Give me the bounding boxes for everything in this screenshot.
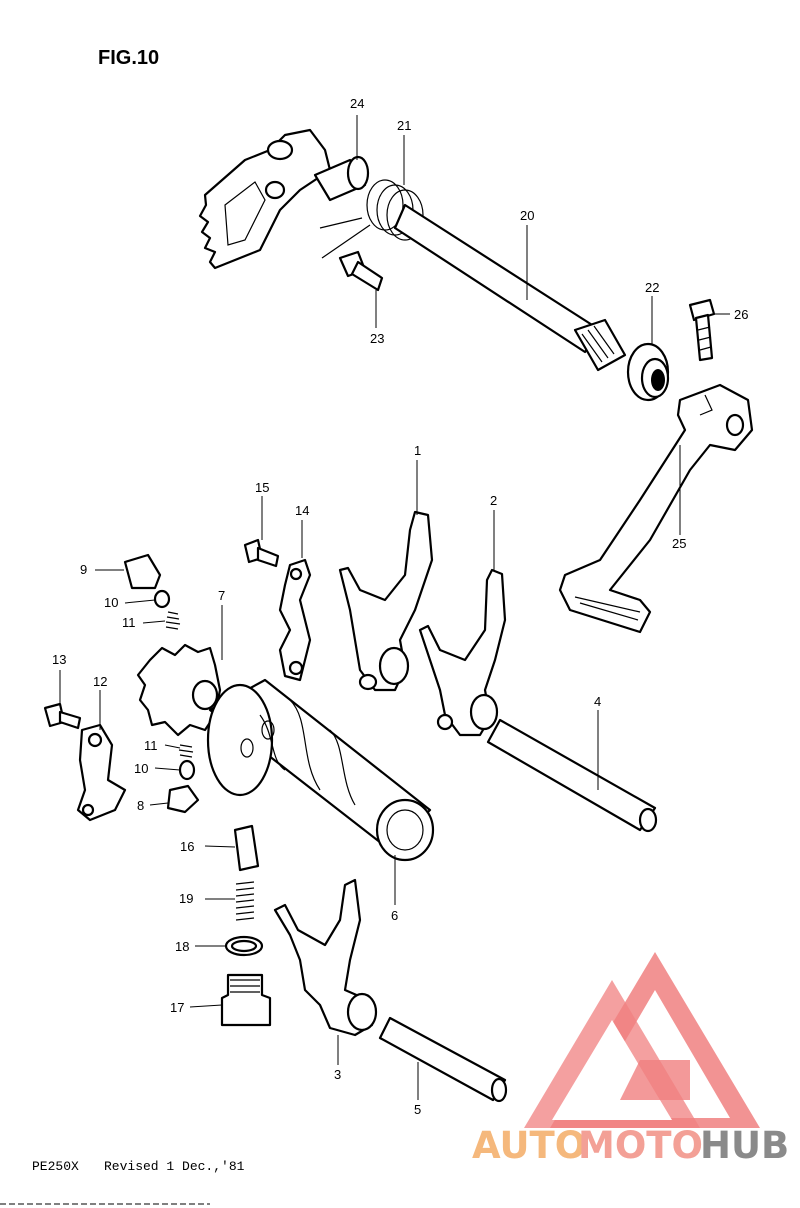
part-16-neutral-stopper — [233, 824, 260, 872]
callout-9: 9 — [80, 562, 87, 577]
callout-15: 15 — [255, 480, 269, 495]
part-3-shift-fork — [273, 878, 378, 1037]
watermark-text-moto: MOTO — [578, 1124, 703, 1167]
part-14-stopper-plate — [278, 558, 312, 682]
part-10-lower-pin — [178, 759, 196, 781]
callout-17: 17 — [170, 1000, 184, 1015]
callout-3: 3 — [334, 1067, 341, 1082]
callout-22: 22 — [645, 280, 659, 295]
watermark-text: AUTO MOTO HUB — [472, 1124, 789, 1167]
callout-8: 8 — [137, 798, 144, 813]
part-23-bolt — [338, 250, 384, 292]
part-9-cam-stopper — [123, 553, 162, 590]
callout-26: 26 — [734, 307, 748, 322]
part-5-fork-shaft — [378, 1016, 508, 1103]
callout-11-upper: 11 — [122, 615, 136, 630]
watermark-text-auto: AUTO — [472, 1124, 586, 1167]
part-20-gearshift-shaft — [393, 203, 627, 372]
callout-1: 1 — [414, 443, 421, 458]
footer-revision: Revised 1 Dec.,'81 — [104, 1159, 245, 1174]
callout-6: 6 — [391, 908, 398, 923]
callout-10-lower: 10 — [134, 761, 148, 776]
part-1-shift-fork — [338, 510, 434, 692]
callout-25: 25 — [672, 536, 686, 551]
part-15-screw — [243, 538, 280, 568]
footer-model: PE250X — [32, 1159, 79, 1174]
part-17-plug — [220, 973, 272, 1027]
part-11-upper-spring — [165, 611, 181, 630]
callout-24: 24 — [350, 96, 364, 111]
part-6-shift-cam-drum — [206, 678, 435, 862]
part-24-gearshift-arm — [198, 128, 370, 270]
callout-7: 7 — [218, 588, 225, 603]
callout-20: 20 — [520, 208, 534, 223]
part-8-stopper — [166, 784, 200, 814]
watermark-text-hub: HUB — [700, 1124, 789, 1167]
callout-21: 21 — [397, 118, 411, 133]
part-4-fork-shaft — [486, 718, 658, 833]
callout-18: 18 — [175, 939, 189, 954]
part-13-screw — [43, 702, 82, 730]
callout-16: 16 — [180, 839, 194, 854]
watermark-logo — [524, 952, 760, 1128]
callout-4: 4 — [594, 694, 601, 709]
callout-19: 19 — [179, 891, 193, 906]
callout-5: 5 — [414, 1102, 421, 1117]
callout-12: 12 — [93, 674, 107, 689]
callout-13: 13 — [52, 652, 66, 667]
part-7-cam-gear — [136, 643, 222, 737]
part-11-lower-spring — [178, 744, 194, 758]
callout-11-lower: 11 — [144, 738, 158, 753]
part-25-gearshift-lever — [558, 383, 754, 634]
leader-lines — [59, 115, 730, 1100]
part-26-bolt — [688, 298, 716, 362]
part-18-gasket — [224, 935, 264, 957]
part-12-guide-plate — [76, 723, 127, 822]
callout-2: 2 — [490, 493, 497, 508]
callout-14: 14 — [295, 503, 309, 518]
callout-23: 23 — [370, 331, 384, 346]
part-21-return-spring — [319, 179, 424, 259]
figure-title: FIG.10 — [98, 47, 159, 69]
part-10-upper-pin — [153, 589, 171, 609]
callout-10-upper: 10 — [104, 595, 118, 610]
callout-labels: 24 21 20 22 23 26 25 1 2 4 14 15 9 10 11… — [52, 96, 748, 1117]
part-22-oil-seal — [626, 342, 670, 402]
part-2-shift-fork — [418, 568, 507, 737]
part-19-spring — [235, 881, 255, 921]
